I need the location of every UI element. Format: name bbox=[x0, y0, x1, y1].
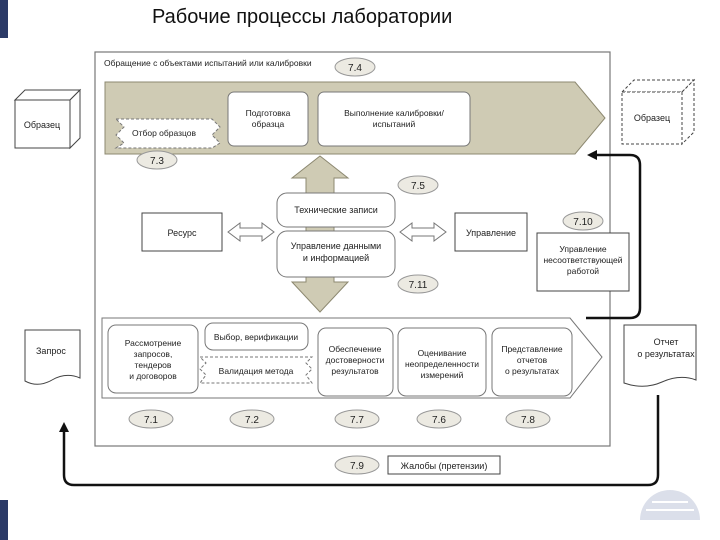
uncertainty-box bbox=[397, 327, 487, 397]
nonconforming-label-line-1: Управление bbox=[559, 244, 607, 254]
clause-badge-7-6 bbox=[416, 409, 462, 429]
requests-label-line-4: и договоров bbox=[129, 371, 177, 381]
tech-records-label: Технические записи bbox=[294, 205, 378, 215]
data-mgmt-label-line-2: и информацией bbox=[303, 253, 369, 263]
data-mgmt-label-line-1: Управление данными bbox=[291, 241, 381, 251]
requests-label-line-2: запросов, bbox=[134, 349, 173, 359]
clause-label-7-4: 7.4 bbox=[348, 63, 362, 74]
validity-label-line-1: Обеспечение bbox=[329, 344, 382, 354]
complaints-box bbox=[387, 455, 501, 475]
execution-box bbox=[317, 91, 471, 147]
page-title: Рабочие процессы лаборатории bbox=[152, 6, 453, 28]
sampling-label: Отбор образцов bbox=[132, 128, 197, 138]
logo-watermark bbox=[640, 490, 700, 520]
validity-label-line-2: достоверности bbox=[326, 355, 385, 365]
clause-label-7-5: 7.5 bbox=[411, 181, 425, 192]
management-double-arrow bbox=[399, 222, 447, 242]
complaints-return-arrow bbox=[59, 395, 660, 487]
uncertainty-label-line-2: неопределенности bbox=[405, 359, 479, 369]
preparation-label-line-1: Подготовка bbox=[246, 108, 291, 118]
clause-badge-7-8 bbox=[505, 409, 551, 429]
nonconforming-box bbox=[536, 232, 630, 292]
execution-label-line-2: испытаний bbox=[373, 119, 416, 129]
management-label: Управление bbox=[466, 228, 516, 238]
requests-label-line-3: тендеров bbox=[135, 360, 172, 370]
clause-badge-7-7 bbox=[334, 409, 380, 429]
sample-out-box bbox=[620, 78, 696, 146]
resource-label: Ресурс bbox=[167, 228, 197, 238]
reporting-label-line-3: о результатах bbox=[505, 366, 560, 376]
clause-badge-7-5 bbox=[397, 175, 439, 195]
clause-label-7-2: 7.2 bbox=[245, 415, 259, 426]
left-accent-bar-bottom bbox=[0, 500, 8, 540]
validation-label: Валидация метода bbox=[219, 366, 294, 376]
clause-badge-7-3 bbox=[136, 150, 178, 170]
report-label-line-2: о результатах bbox=[637, 349, 695, 359]
clause-badge-7-11 bbox=[397, 274, 439, 294]
clause-badge-7-4 bbox=[334, 57, 376, 77]
requests-label-line-1: Рассмотрение bbox=[125, 338, 182, 348]
frame-caption: Обращение с объектами испытаний или кали… bbox=[104, 58, 312, 68]
validation-box bbox=[198, 356, 314, 384]
request-label: Запрос bbox=[36, 346, 66, 356]
request-document bbox=[24, 329, 81, 385]
sample-in-box bbox=[13, 88, 82, 150]
validity-box bbox=[317, 327, 394, 397]
clause-label-7-7: 7.7 bbox=[350, 415, 364, 426]
clause-label-7-8: 7.8 bbox=[521, 415, 535, 426]
clause-label-7-1: 7.1 bbox=[144, 415, 158, 426]
clause-label-7-10: 7.10 bbox=[573, 217, 593, 228]
validity-label-line-3: результатов bbox=[331, 366, 379, 376]
clause-label-7-11: 7.11 bbox=[409, 280, 428, 291]
execution-label-line-1: Выполнение калибровки/ bbox=[344, 108, 444, 118]
uncertainty-label-line-3: измерений bbox=[421, 370, 464, 380]
nonconforming-label-line-2: несоответствующей bbox=[543, 255, 622, 265]
left-accent-bar-top bbox=[0, 0, 8, 38]
clause-label-7-9: 7.9 bbox=[350, 461, 364, 472]
clause-badge-7-9 bbox=[334, 455, 380, 475]
management-box bbox=[454, 212, 528, 252]
data-mgmt-box bbox=[276, 230, 396, 278]
report-label-line-1: Отчет bbox=[654, 337, 679, 347]
sampling-box bbox=[114, 118, 221, 149]
clause-badge-7-2 bbox=[229, 409, 275, 429]
sample-out-label: Образец bbox=[634, 113, 670, 123]
preparation-box bbox=[227, 91, 309, 147]
reporting-label-line-2: отчетов bbox=[517, 355, 548, 365]
return-arrow-to-sample-out bbox=[586, 150, 642, 320]
selection-box bbox=[204, 322, 309, 351]
reporting-label-line-1: Представление bbox=[501, 344, 563, 354]
uncertainty-label-line-1: Оценивание bbox=[418, 348, 467, 358]
resource-double-arrow bbox=[227, 222, 275, 242]
clause-badge-7-10 bbox=[562, 211, 604, 231]
clause-label-7-3: 7.3 bbox=[150, 156, 164, 167]
reporting-box bbox=[491, 327, 573, 397]
report-document bbox=[623, 324, 697, 387]
complaints-label: Жалобы (претензии) bbox=[401, 461, 488, 471]
preparation-label-line-2: образца bbox=[252, 119, 285, 129]
selection-label: Выбор, верификации bbox=[214, 332, 298, 342]
clause-badge-7-1 bbox=[128, 409, 174, 429]
nonconforming-label-line-3: работой bbox=[567, 266, 599, 276]
sample-in-label: Образец bbox=[24, 120, 60, 130]
requests-box bbox=[107, 324, 199, 394]
clause-label-7-6: 7.6 bbox=[432, 415, 446, 426]
tech-records-box bbox=[276, 192, 396, 228]
resource-box bbox=[141, 212, 223, 252]
